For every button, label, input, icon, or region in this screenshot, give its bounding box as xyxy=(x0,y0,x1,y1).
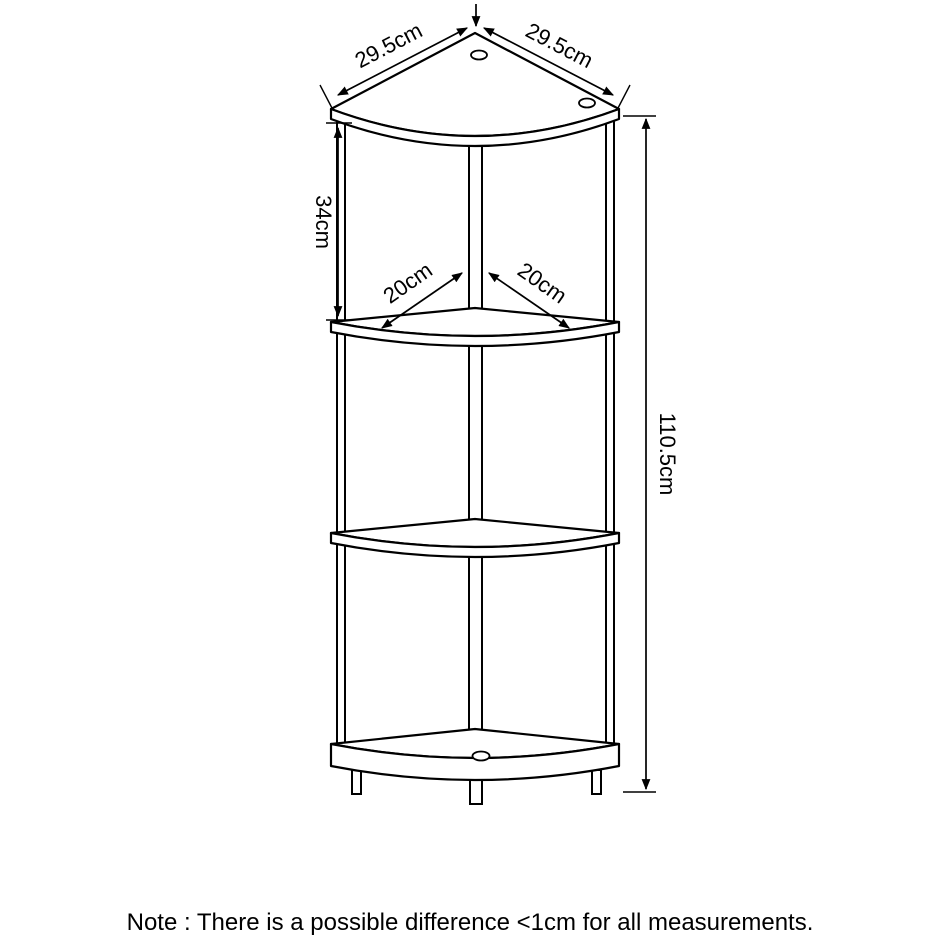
dim-label-tier-gap: 34cm xyxy=(311,195,336,249)
pole-cap-hole-icon xyxy=(470,49,488,61)
shelf3-front-edge xyxy=(329,531,621,559)
dim-line-top-right xyxy=(483,27,614,96)
shelf2-front-edge xyxy=(329,320,621,348)
pole-cap-hole-icon xyxy=(471,750,491,762)
dim-label-inner-left: 20cm xyxy=(378,257,436,308)
shelf-unit xyxy=(329,31,621,805)
right-pole xyxy=(605,111,615,749)
dim-line-inner-left xyxy=(381,272,463,329)
pole-cap-hole-icon xyxy=(578,97,596,109)
shelf-tier-2 xyxy=(329,306,621,348)
corner-pole xyxy=(468,134,483,736)
shelf-tier-3 xyxy=(329,517,621,559)
dim-line-inner-right xyxy=(488,272,570,329)
right-foot xyxy=(591,769,602,795)
left-extension-tick xyxy=(319,84,334,111)
shelf4-front-edge xyxy=(329,742,621,782)
shelf1-front-edge xyxy=(329,107,621,148)
support-poles xyxy=(336,111,615,749)
dim-line-top-left xyxy=(337,27,468,96)
shelf-tier-4 xyxy=(329,727,621,782)
dim-label-total-height: 110.5cm xyxy=(655,413,680,496)
right-extension-tick xyxy=(616,84,631,111)
measurement-note: Note : There is a possible difference <1… xyxy=(127,909,814,936)
dim-label-inner-right: 20cm xyxy=(513,257,571,308)
left-foot xyxy=(351,769,362,795)
